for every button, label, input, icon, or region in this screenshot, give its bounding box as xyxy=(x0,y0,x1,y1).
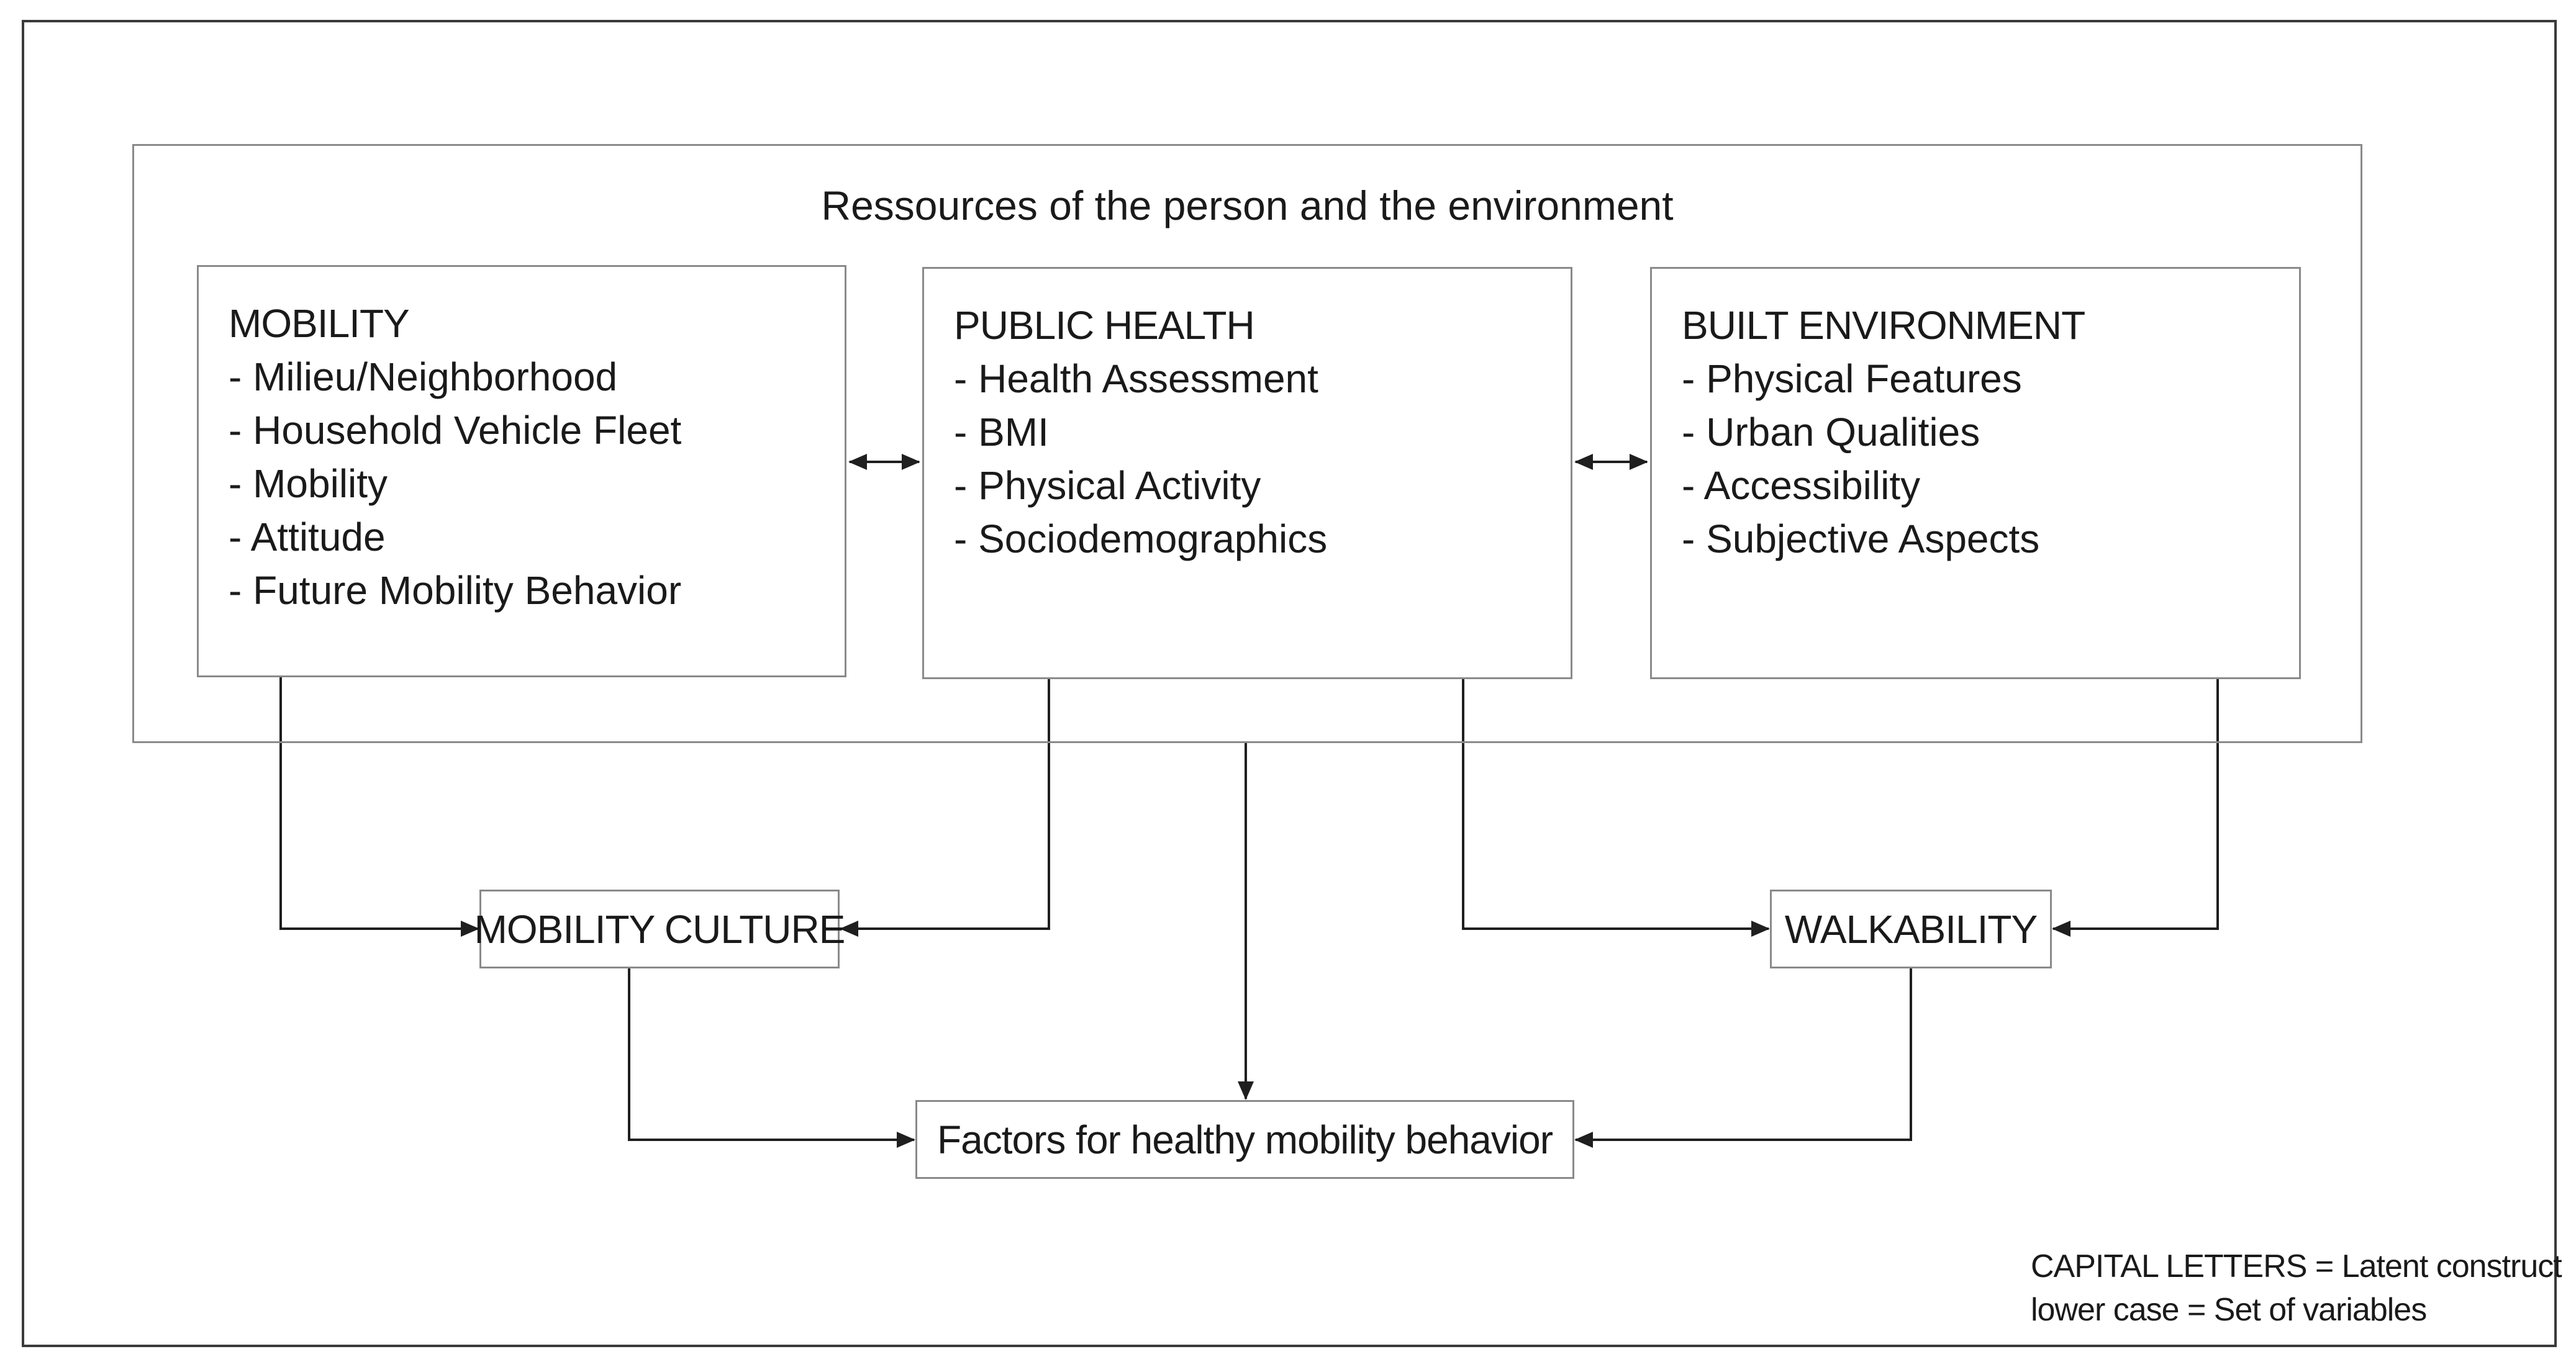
node-mobility-culture: MOBILITY CULTURE xyxy=(474,890,845,968)
variable-list: - Milieu/Neighborhood - Household Vehicl… xyxy=(229,350,845,617)
variable-item: - Accessibility xyxy=(1682,463,1921,508)
variable-item: - Sociodemographics xyxy=(954,517,1328,561)
legend: CAPITAL LETTERS = Latent construct lower… xyxy=(2031,1245,2562,1332)
node-factors-healthy-mobility: Factors for healthy mobility behavior xyxy=(915,1100,1574,1179)
variable-item: - BMI xyxy=(954,410,1049,454)
legend-line-lowercase: lower case = Set of variables xyxy=(2031,1292,2427,1328)
variable-item: - Mobility xyxy=(229,461,388,506)
construct-mobility: MOBILITY - Milieu/Neighborhood - Househo… xyxy=(197,265,846,677)
variable-item: - Urban Qualities xyxy=(1682,410,1980,454)
edge-health-to-culture xyxy=(840,679,1050,937)
variable-item: - Attitude xyxy=(229,515,386,559)
edge-culture-to-factors xyxy=(628,968,915,1148)
resources-title: Ressources of the person and the environ… xyxy=(821,183,1674,228)
resources-container: Ressources of the person and the environ… xyxy=(132,144,2362,743)
variable-item: - Physical Activity xyxy=(954,463,1261,508)
construct-built-environment: BUILT ENVIRONMENT - Physical Features - … xyxy=(1650,267,2301,679)
construct-title: MOBILITY xyxy=(229,301,410,346)
construct-title: PUBLIC HEALTH xyxy=(954,303,1255,348)
variable-item: - Future Mobility Behavior xyxy=(229,568,682,613)
variable-list: - Health Assessment - BMI - Physical Act… xyxy=(954,352,1571,566)
edge-health-to-walkability xyxy=(1462,679,1770,937)
edge-built-to-walkability xyxy=(2052,679,2219,937)
variable-item: - Health Assessment xyxy=(954,356,1318,401)
legend-line-capital: CAPITAL LETTERS = Latent construct xyxy=(2031,1248,2562,1284)
edge-mobility-to-culture xyxy=(279,677,479,937)
figure-frame xyxy=(22,20,2557,1347)
variable-item: - Subjective Aspects xyxy=(1682,517,2040,561)
variable-item: - Milieu/Neighborhood xyxy=(229,354,618,399)
variable-item: - Household Vehicle Fleet xyxy=(229,408,682,453)
edge-walkability-to-factors xyxy=(1574,968,1912,1148)
construct-title: BUILT ENVIRONMENT xyxy=(1682,303,2085,348)
variable-list: - Physical Features - Urban Qualities - … xyxy=(1682,352,2299,566)
node-walkability: WALKABILITY xyxy=(1770,890,2052,968)
variable-item: - Physical Features xyxy=(1682,356,2022,401)
construct-public-health: PUBLIC HEALTH - Health Assessment - BMI … xyxy=(922,267,1572,679)
